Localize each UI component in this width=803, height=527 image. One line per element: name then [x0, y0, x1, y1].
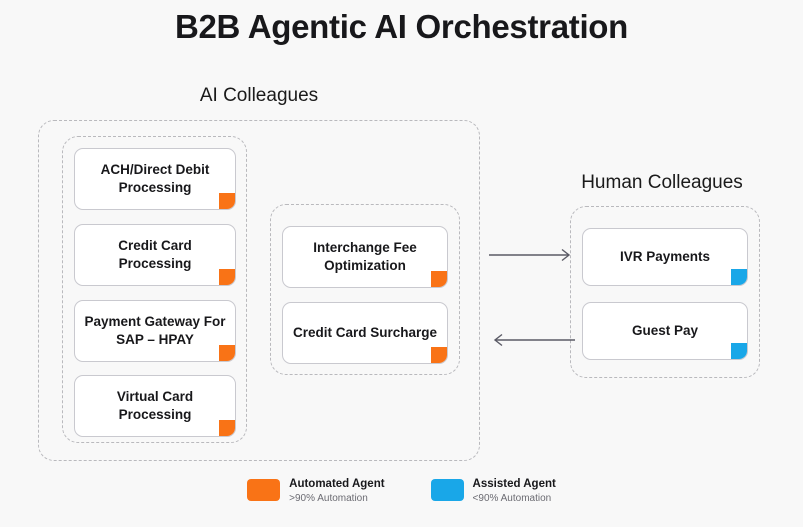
card-label: IVR Payments: [619, 248, 711, 264]
card-ivr-payments[interactable]: IVR Payments: [582, 228, 748, 286]
ai-colleagues-caption: AI Colleagues: [199, 85, 319, 106]
assisted-agent-swatch-icon: [430, 479, 464, 501]
legend-title: Automated Agent: [289, 478, 385, 490]
legend-subtitle: >90% Automation: [289, 492, 368, 504]
card-ach-direct-debit-processing[interactable]: ACH/Direct Debit Processing: [74, 148, 236, 210]
automated-agent-corner-icon: [219, 193, 235, 209]
arrow-left-icon: [493, 333, 575, 347]
human-colleagues-caption: Human Colleagues: [581, 172, 743, 193]
card-credit-card-surcharge[interactable]: Credit Card Surcharge: [282, 302, 448, 364]
legend: Automated Agent >90% Automation Assisted…: [0, 478, 803, 504]
automated-agent-corner-icon: [219, 345, 235, 361]
assisted-agent-corner-icon: [731, 269, 747, 285]
legend-title: Assisted Agent: [472, 478, 556, 490]
automated-agent-swatch-icon: [247, 479, 281, 501]
legend-item-automated-agent: Automated Agent >90% Automation: [247, 478, 385, 504]
card-label: Virtual Card Processing: [116, 388, 194, 422]
card-payment-gateway-for-sap-hpay[interactable]: Payment Gateway For SAP – HPAY: [74, 300, 236, 362]
card-label: ACH/Direct Debit Processing: [100, 161, 210, 195]
card-credit-card-processing[interactable]: Credit Card Processing: [74, 224, 236, 286]
automated-agent-corner-icon: [219, 420, 235, 436]
ai-colleagues-group-boundary: [38, 120, 480, 461]
ai-secondary-subgroup-boundary: [270, 204, 460, 375]
legend-item-assisted-agent: Assisted Agent <90% Automation: [430, 478, 556, 504]
legend-subtitle: <90% Automation: [472, 492, 552, 504]
card-virtual-card-processing[interactable]: Virtual Card Processing: [74, 375, 236, 437]
arrow-right-icon: [489, 248, 571, 262]
card-label: Payment Gateway For SAP – HPAY: [84, 313, 226, 347]
human-colleagues-group-boundary: [570, 206, 760, 378]
card-label: Interchange Fee Optimization: [313, 239, 417, 273]
card-label: Guest Pay: [631, 322, 699, 338]
card-interchange-fee-optimization[interactable]: Interchange Fee Optimization: [282, 226, 448, 288]
card-label: Credit Card Surcharge: [292, 324, 438, 340]
assisted-agent-corner-icon: [731, 343, 747, 359]
automated-agent-corner-icon: [219, 269, 235, 285]
automated-agent-corner-icon: [431, 347, 447, 363]
page-title: B2B Agentic AI Orchestration: [174, 8, 629, 45]
card-guest-pay[interactable]: Guest Pay: [582, 302, 748, 360]
automated-agent-corner-icon: [431, 271, 447, 287]
card-label: Credit Card Processing: [118, 237, 192, 271]
ai-primary-subgroup-boundary: [62, 136, 247, 443]
